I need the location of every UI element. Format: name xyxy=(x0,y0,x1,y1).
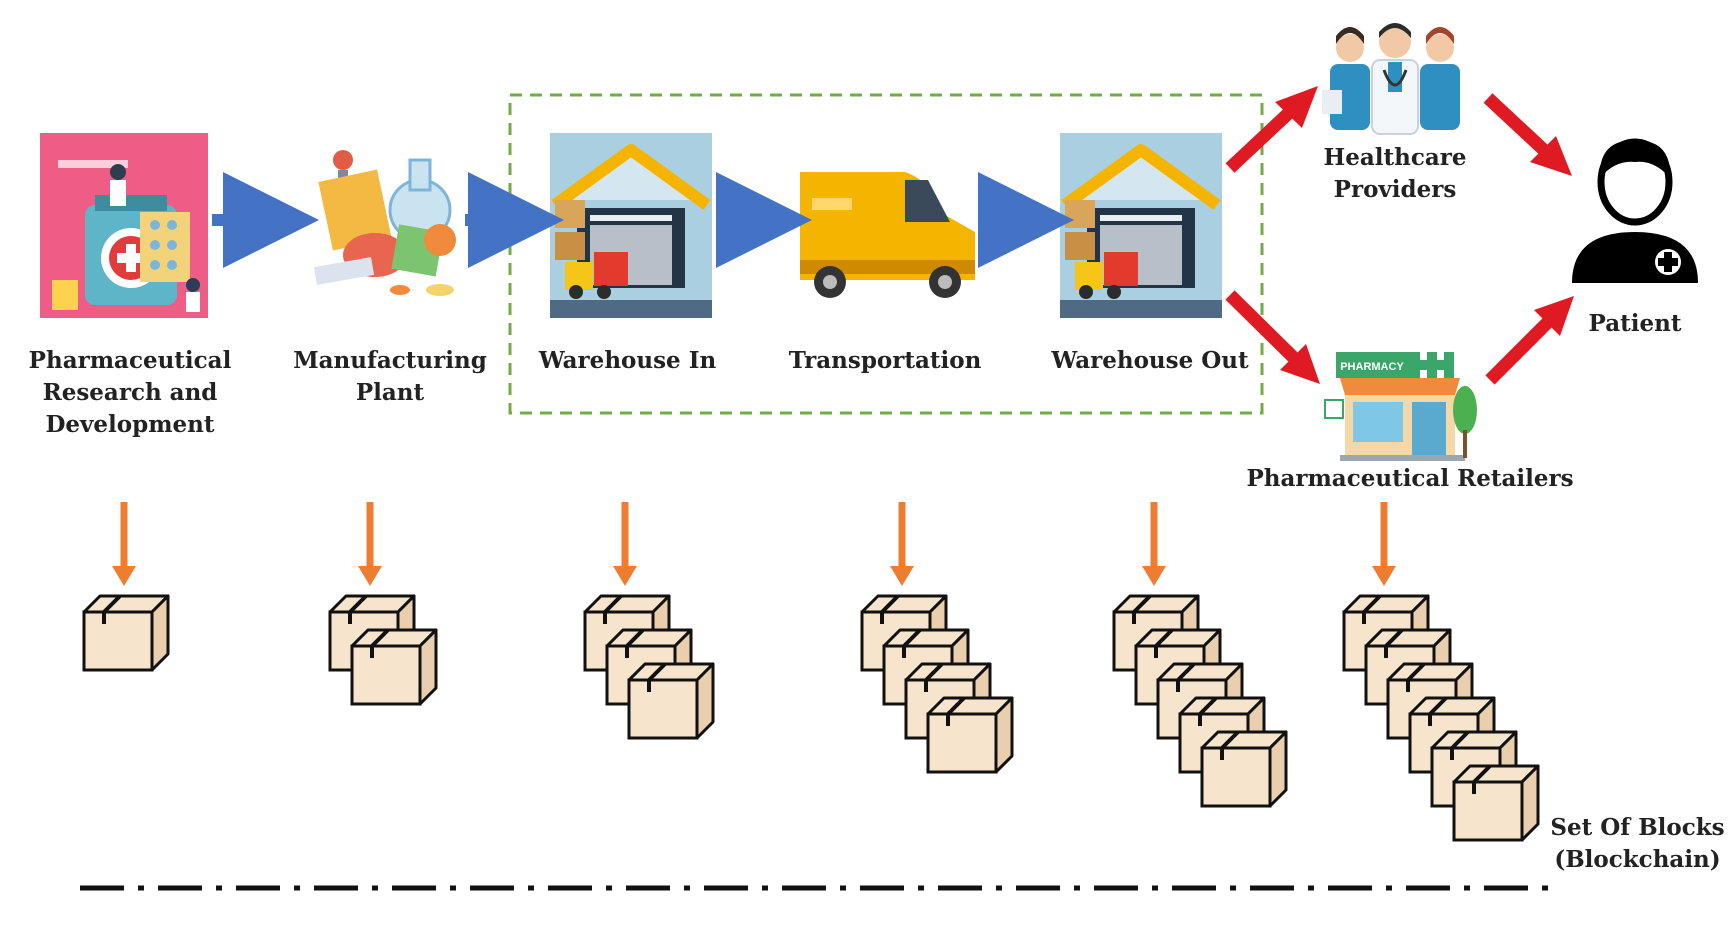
stage-label-manufacturing: Manufacturing Plant xyxy=(293,347,487,406)
distribution-arrow-retailers-to-patient xyxy=(1485,296,1574,385)
block-stack-transportation xyxy=(860,594,1014,774)
blockchain-label: Set Of Blocks (Blockchain) xyxy=(1550,814,1725,873)
block-stack-warehouse-in xyxy=(583,594,715,740)
block-stack-retailers xyxy=(1342,594,1540,842)
blockchain-block xyxy=(926,696,1014,774)
delivery-van-illustration xyxy=(800,172,975,298)
healthcare-providers-label: Healthcare Providers xyxy=(1323,144,1467,203)
block-stack-manufacturing xyxy=(328,594,438,706)
distribution-arrow-to-healthcare xyxy=(1225,86,1318,173)
patient-label: Patient xyxy=(1588,310,1682,337)
distribution-arrow-to-retailers xyxy=(1225,290,1320,384)
stage-label-warehouse-in: Warehouse In xyxy=(538,347,717,374)
block-stack-warehouse-out xyxy=(1112,594,1288,808)
blockchain-block xyxy=(82,594,170,672)
stage-label-retailers: Pharmaceutical Retailers xyxy=(1246,465,1574,492)
pharmacy-storefront-illustration: PHARMACY xyxy=(1324,345,1477,461)
blockchain-block xyxy=(350,628,438,706)
warehouse-illustration xyxy=(1060,133,1222,318)
block-arrow-retailers xyxy=(1372,502,1396,586)
blockchain-block xyxy=(1452,764,1540,842)
distribution-arrow-healthcare-to-patient xyxy=(1483,93,1572,176)
stage-label-transportation: Transportation xyxy=(788,347,982,374)
block-arrow-transportation xyxy=(890,502,914,586)
block-arrow-manufacturing xyxy=(358,502,382,586)
blockchain-block xyxy=(627,662,715,740)
factory-illustration xyxy=(313,150,456,296)
stage-label-research: Pharmaceutical Research and Development xyxy=(28,347,232,438)
research-lab-illustration xyxy=(40,133,208,318)
blockchain-block xyxy=(1200,730,1288,808)
block-arrow-research xyxy=(112,502,136,586)
doctors-group-illustration xyxy=(1322,23,1460,135)
patient-icon xyxy=(1572,138,1698,283)
block-arrow-warehouse-in xyxy=(613,502,637,586)
warehouse-illustration xyxy=(550,133,712,318)
blockchain-block xyxy=(1364,628,1452,706)
block-arrow-warehouse-out xyxy=(1142,502,1166,586)
pharmacy-sign-text: PHARMACY xyxy=(1340,361,1404,373)
stage-label-warehouse-out: Warehouse Out xyxy=(1051,347,1249,374)
block-stack-research xyxy=(82,594,170,672)
